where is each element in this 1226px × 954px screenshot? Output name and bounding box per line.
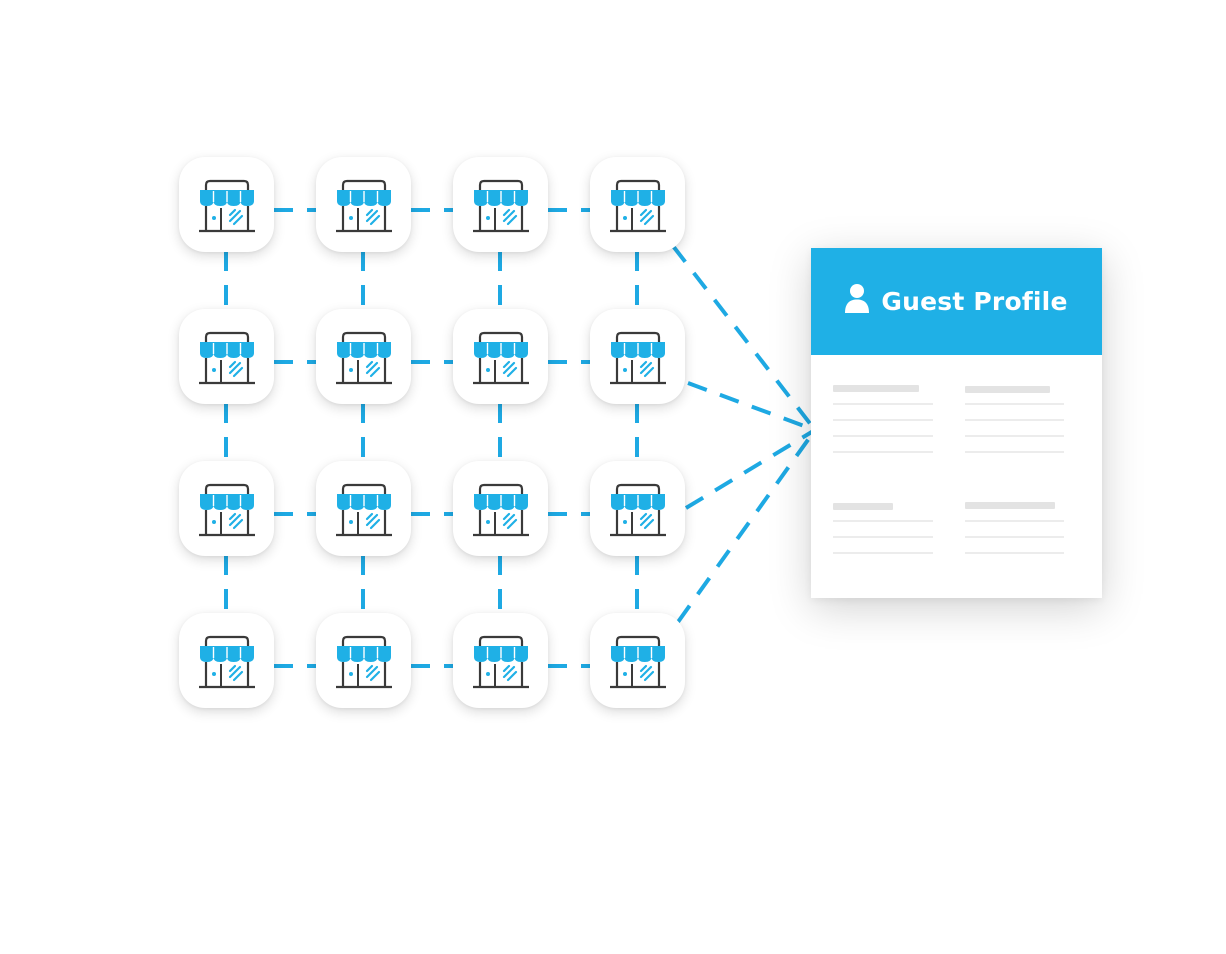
storefront-icon [471,631,531,691]
placeholder-line [965,536,1064,538]
profile-connector [676,428,817,624]
storefront-icon [471,327,531,387]
placeholder-heading [965,386,1050,393]
placeholder-heading [833,503,893,510]
placeholder-line [965,451,1064,453]
profile-title: Guest Profile [881,287,1068,316]
profile-connector [687,381,816,432]
store-tile [590,309,685,404]
store-tile [316,157,411,252]
placeholder-line [833,520,933,522]
store-tile [453,461,548,556]
placeholder-line [965,403,1064,405]
storefront-icon [471,175,531,235]
store-tile [179,461,274,556]
store-tile [590,613,685,708]
store-tile [316,461,411,556]
storefront-icon [197,631,257,691]
storefront-icon [608,631,668,691]
placeholder-heading [833,385,919,392]
placeholder-line [833,451,933,453]
store-tile [453,309,548,404]
store-tile [453,613,548,708]
placeholder-heading [965,502,1055,509]
store-tile [590,157,685,252]
profile-connector [684,428,817,510]
store-tile [179,309,274,404]
placeholder-line [965,520,1064,522]
user-icon [845,283,870,320]
placeholder-line [833,403,933,405]
storefront-icon [334,175,394,235]
storefront-icon [334,479,394,539]
placeholder-line [965,435,1064,437]
placeholder-line [833,552,933,554]
profile-placeholder-content [811,355,1102,598]
storefront-icon [608,327,668,387]
storefront-icon [197,327,257,387]
storefront-icon [197,175,257,235]
placeholder-line [833,419,933,421]
storefront-icon [471,479,531,539]
store-tile [453,157,548,252]
profile-header: Guest Profile [811,248,1102,355]
storefront-icon [334,327,394,387]
placeholder-line [965,552,1064,554]
guest-profile-card: Guest Profile [811,248,1102,598]
storefront-icon [197,479,257,539]
storefront-icon [608,479,668,539]
profile-connector [671,244,817,432]
store-tile [179,613,274,708]
placeholder-line [965,419,1064,421]
store-tile [316,613,411,708]
store-tile [316,309,411,404]
storefront-icon [608,175,668,235]
placeholder-line [833,435,933,437]
store-tile [590,461,685,556]
placeholder-line [833,536,933,538]
storefront-icon [334,631,394,691]
store-tile [179,157,274,252]
